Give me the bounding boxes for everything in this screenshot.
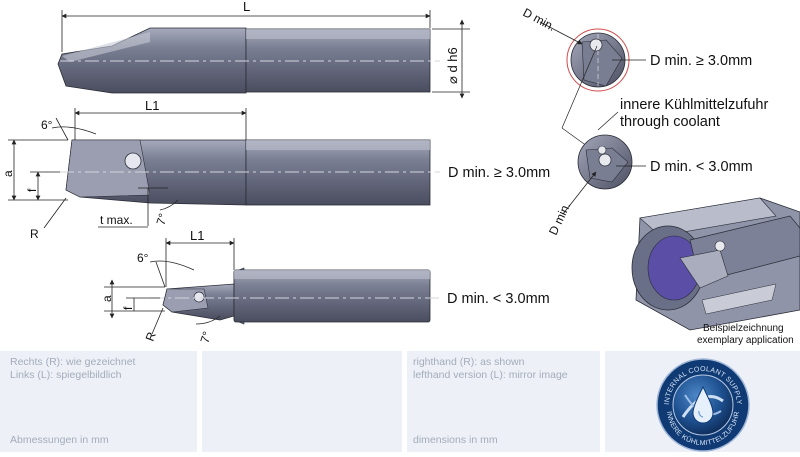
bottom-height-a: a (100, 295, 114, 302)
footer-panel: Rechts (R): wie gezeichnet Links (L): sp… (0, 351, 800, 457)
footer-box-german: Rechts (R): wie gezeichnet Links (L): sp… (0, 351, 197, 452)
middle-height-f: f (25, 188, 39, 192)
coolant-note-line2: through coolant (620, 114, 720, 130)
english-line1: righthand (R): as shown (413, 356, 525, 368)
end-bottom-condition: D min. < 3.0mm (650, 159, 753, 175)
german-line1: Rechts (R): wie gezeichnet (10, 356, 136, 368)
middle-condition: D min. ≥ 3.0mm (448, 165, 550, 181)
coolant-seal-logo: INTERNAL COOLANT SUPPLY INNERE KÜHLMITTE… (656, 358, 750, 452)
example-illustration: Beispielzeichnung exemplary application (631, 197, 800, 346)
top-length-label: L (243, 0, 250, 14)
end-top-dmin-label: D min. (521, 5, 558, 34)
middle-length-label: L1 (145, 98, 159, 113)
coolant-outlet (124, 152, 142, 170)
middle-height-a: a (1, 170, 15, 177)
coolant-note-line1: innere Kühlmittelzufuhr (620, 97, 768, 113)
bottom-height-f: f (121, 306, 135, 310)
bottom-length-label: L1 (190, 228, 204, 243)
german-dimensions: Abmessungen in mm (10, 434, 109, 446)
footer-box-english: righthand (R): as shown lefthand version… (407, 351, 600, 452)
german-line2: Links (L): spiegelbildlich (10, 369, 122, 381)
middle-angle-top: 6° (41, 118, 53, 132)
bottom-condition: D min. < 3.0mm (447, 291, 550, 307)
example-caption-line2: exemplary application (697, 335, 794, 346)
english-dimensions: dimensions in mm (413, 434, 498, 446)
top-tool: L ⌀ d h6 (57, 0, 470, 99)
end-view-top: D min. D min. ≥ 3.0mm (521, 5, 752, 92)
shank-diameter-label: ⌀ d h6 (445, 47, 460, 84)
example-caption-line1: Beispielzeichnung (703, 323, 784, 334)
bottom-radius: R (143, 330, 159, 343)
middle-radius: R (30, 227, 39, 241)
footer-box-blank (202, 351, 402, 452)
bottom-angle-bottom: 7° (198, 329, 215, 344)
end-bottom-dmin-label: D min. (546, 200, 573, 237)
bottom-angle-top: 6° (137, 251, 149, 265)
english-line2: lefthand version (L): mirror image (413, 369, 568, 381)
middle-angle-bottom: 7° (154, 211, 171, 226)
middle-depth: t max. (100, 213, 133, 227)
middle-tool: L1 6° a f R t max. 7° D min. ≥ 3.0mm (1, 98, 550, 241)
technical-drawing: L ⌀ d h6 L1 6° a f R t max. 7° D m (1, 0, 800, 346)
coolant-note: innere Kühlmittelzufuhr through coolant (561, 45, 768, 155)
end-top-condition: D min. ≥ 3.0mm (650, 53, 752, 69)
bottom-tool: L1 6° a f R 7° D min. < 3.0mm (100, 228, 550, 345)
